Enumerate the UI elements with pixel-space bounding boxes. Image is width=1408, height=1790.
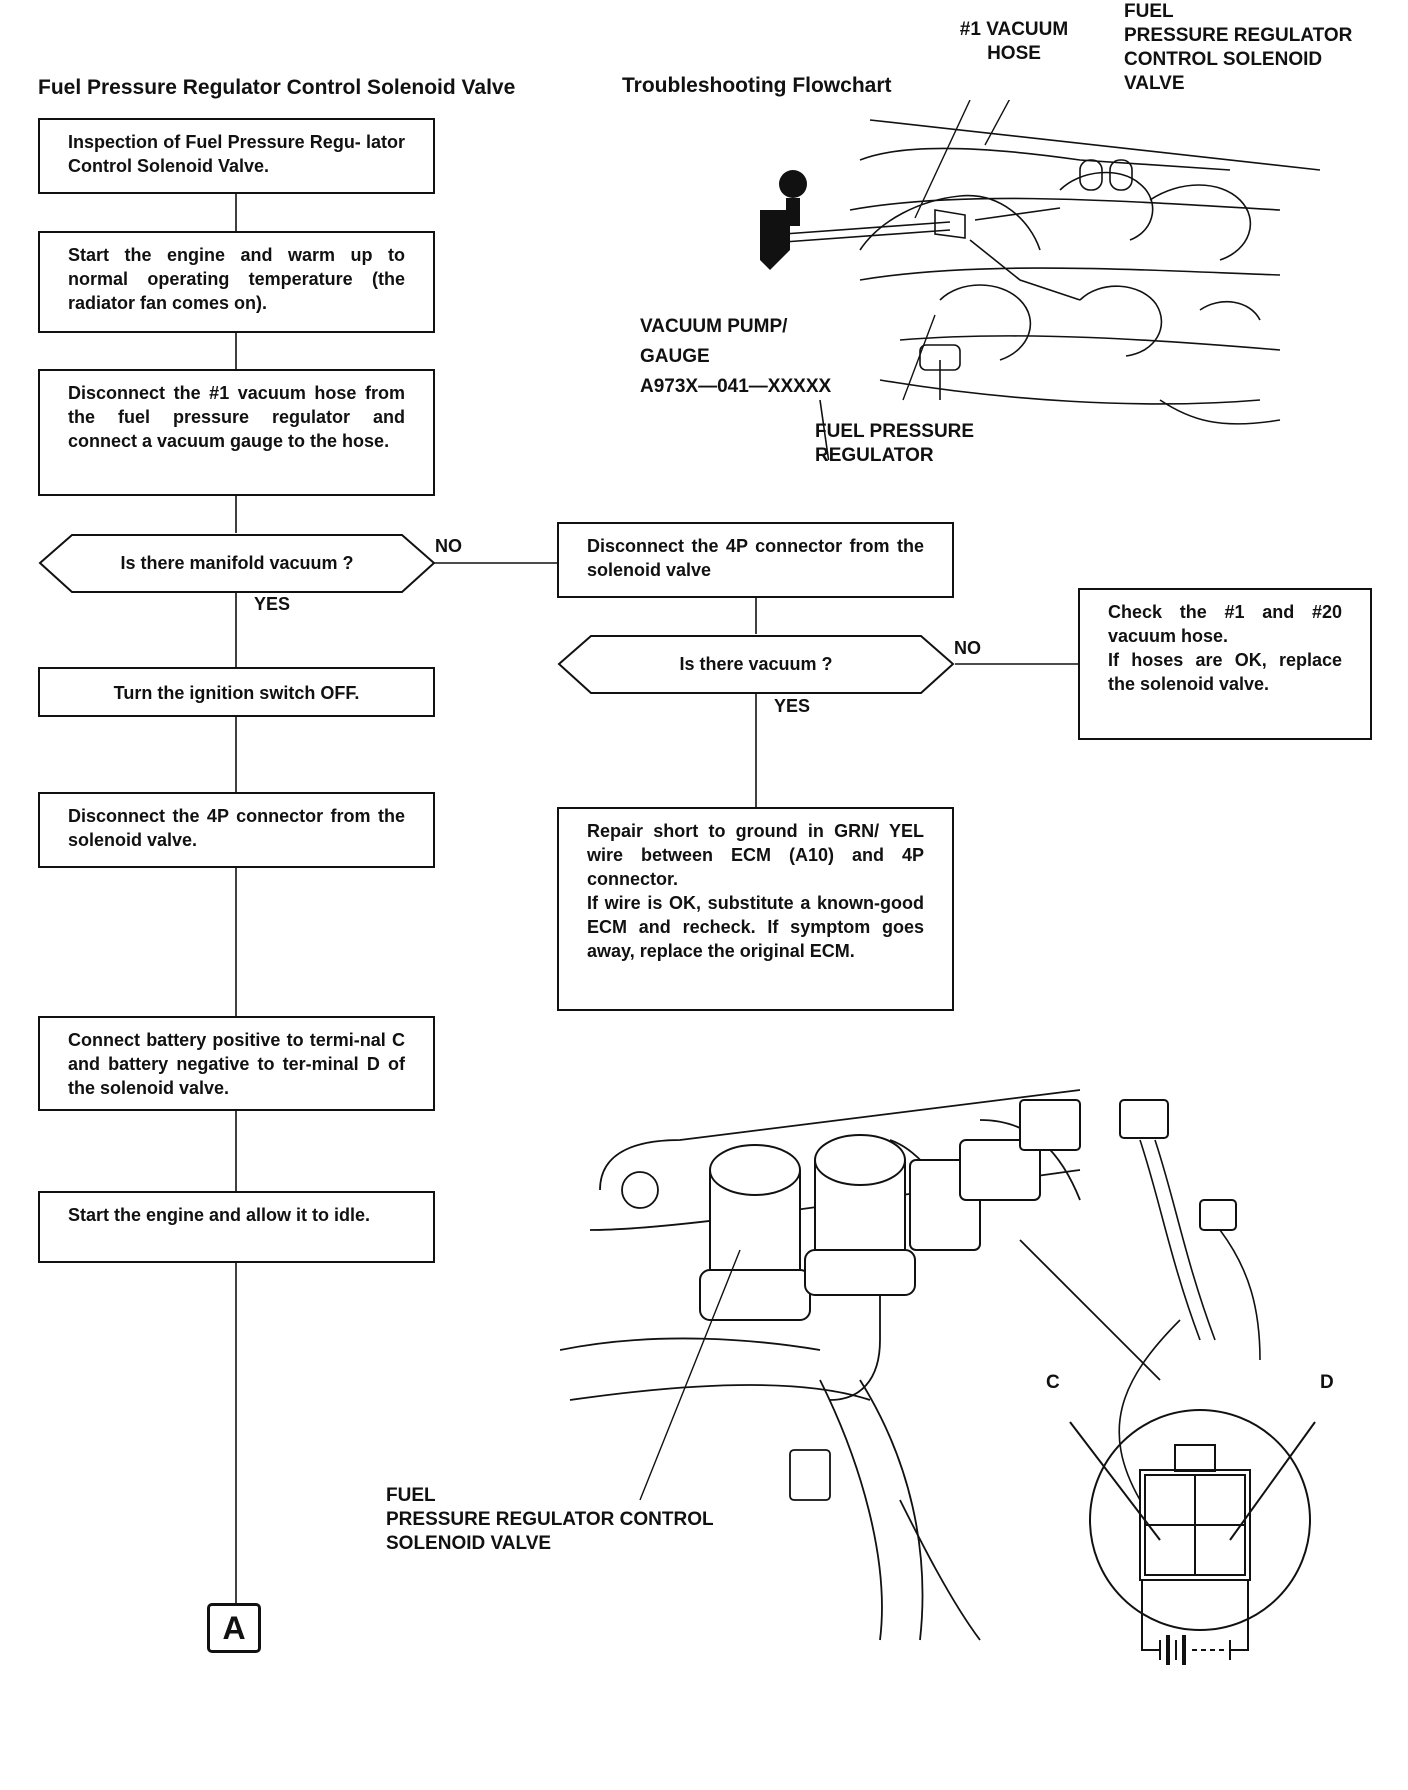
solenoid-valve-illustration [560, 1089, 1316, 1665]
decision-1-yes-label: YES [254, 594, 291, 614]
label-vacuum-pump: VACUUM PUMP/ GAUGE A973X—041—XXXXX [640, 316, 832, 397]
label-fuel-pressure-regulator: FUEL PRESSURE REGULATOR [815, 421, 975, 466]
step-warm-up: Start the engine and warm up to normal o… [38, 231, 435, 333]
label-bottom-solenoid-valve: FUEL PRESSURE REGULATOR CONTROL SOLENOID… [386, 1485, 714, 1554]
step-connect-gauge: Disconnect the #1 vacuum hose from the f… [38, 369, 435, 496]
page-title: Fuel Pressure Regulator Control Solenoid… [38, 76, 516, 99]
result-check-hoses: Check the #1 and #20 vacuum hose. If hos… [1078, 588, 1372, 740]
connector-a: A [207, 1603, 261, 1653]
step-ignition-off: Turn the ignition switch OFF. [38, 667, 435, 717]
decision-2-yes-label: YES [774, 696, 811, 716]
decision-2-text: Is there vacuum ? [679, 654, 833, 674]
page-subtitle: Troubleshooting Flowchart [622, 74, 892, 97]
decision-1-no-label: NO [435, 536, 462, 556]
step-inspection: Inspection of Fuel Pressure Regu- lator … [38, 118, 435, 194]
terminal-detail-callout [1069, 1409, 1316, 1651]
decision-1-text: Is there manifold vacuum ? [120, 553, 354, 573]
decision-2-wrap: Is there vacuum ? [557, 634, 955, 695]
label-terminal-d: D [1320, 1372, 1334, 1393]
label-vacuum-hose: #1 VACUUM HOSE [959, 19, 1069, 64]
decision-1-wrap: Is there manifold vacuum ? [38, 533, 436, 594]
battery-icon [1159, 1635, 1231, 1665]
step-idle: Start the engine and allow it to idle. [38, 1191, 435, 1263]
solenoid-valve-cylinders [699, 1099, 1237, 1321]
step-battery-connect: Connect battery positive to termi-nal C … [38, 1016, 435, 1111]
label-top-solenoid-valve: FUEL PRESSURE REGULATOR CONTROL SOLENOID… [1124, 1, 1353, 94]
decision-2-no-label: NO [954, 638, 981, 658]
engine-bay-illustration [760, 100, 1320, 460]
result-repair-short: Repair short to ground in GRN/ YEL wire … [557, 807, 954, 1011]
decision-manifold-vacuum [38, 534, 436, 593]
branch-disconnect-4p: Disconnect the 4P connector from the sol… [557, 522, 954, 598]
step-disconnect-4p: Disconnect the 4P connector from the sol… [38, 792, 435, 868]
result-check-hoses-text: Check the #1 and #20 vacuum hose. If hos… [1108, 602, 1342, 694]
result-repair-short-text: Repair short to ground in GRN/ YEL wire … [587, 821, 924, 961]
label-terminal-c: C [1046, 1372, 1060, 1393]
decision-vacuum [557, 635, 955, 694]
vacuum-pump-icon [760, 170, 807, 270]
